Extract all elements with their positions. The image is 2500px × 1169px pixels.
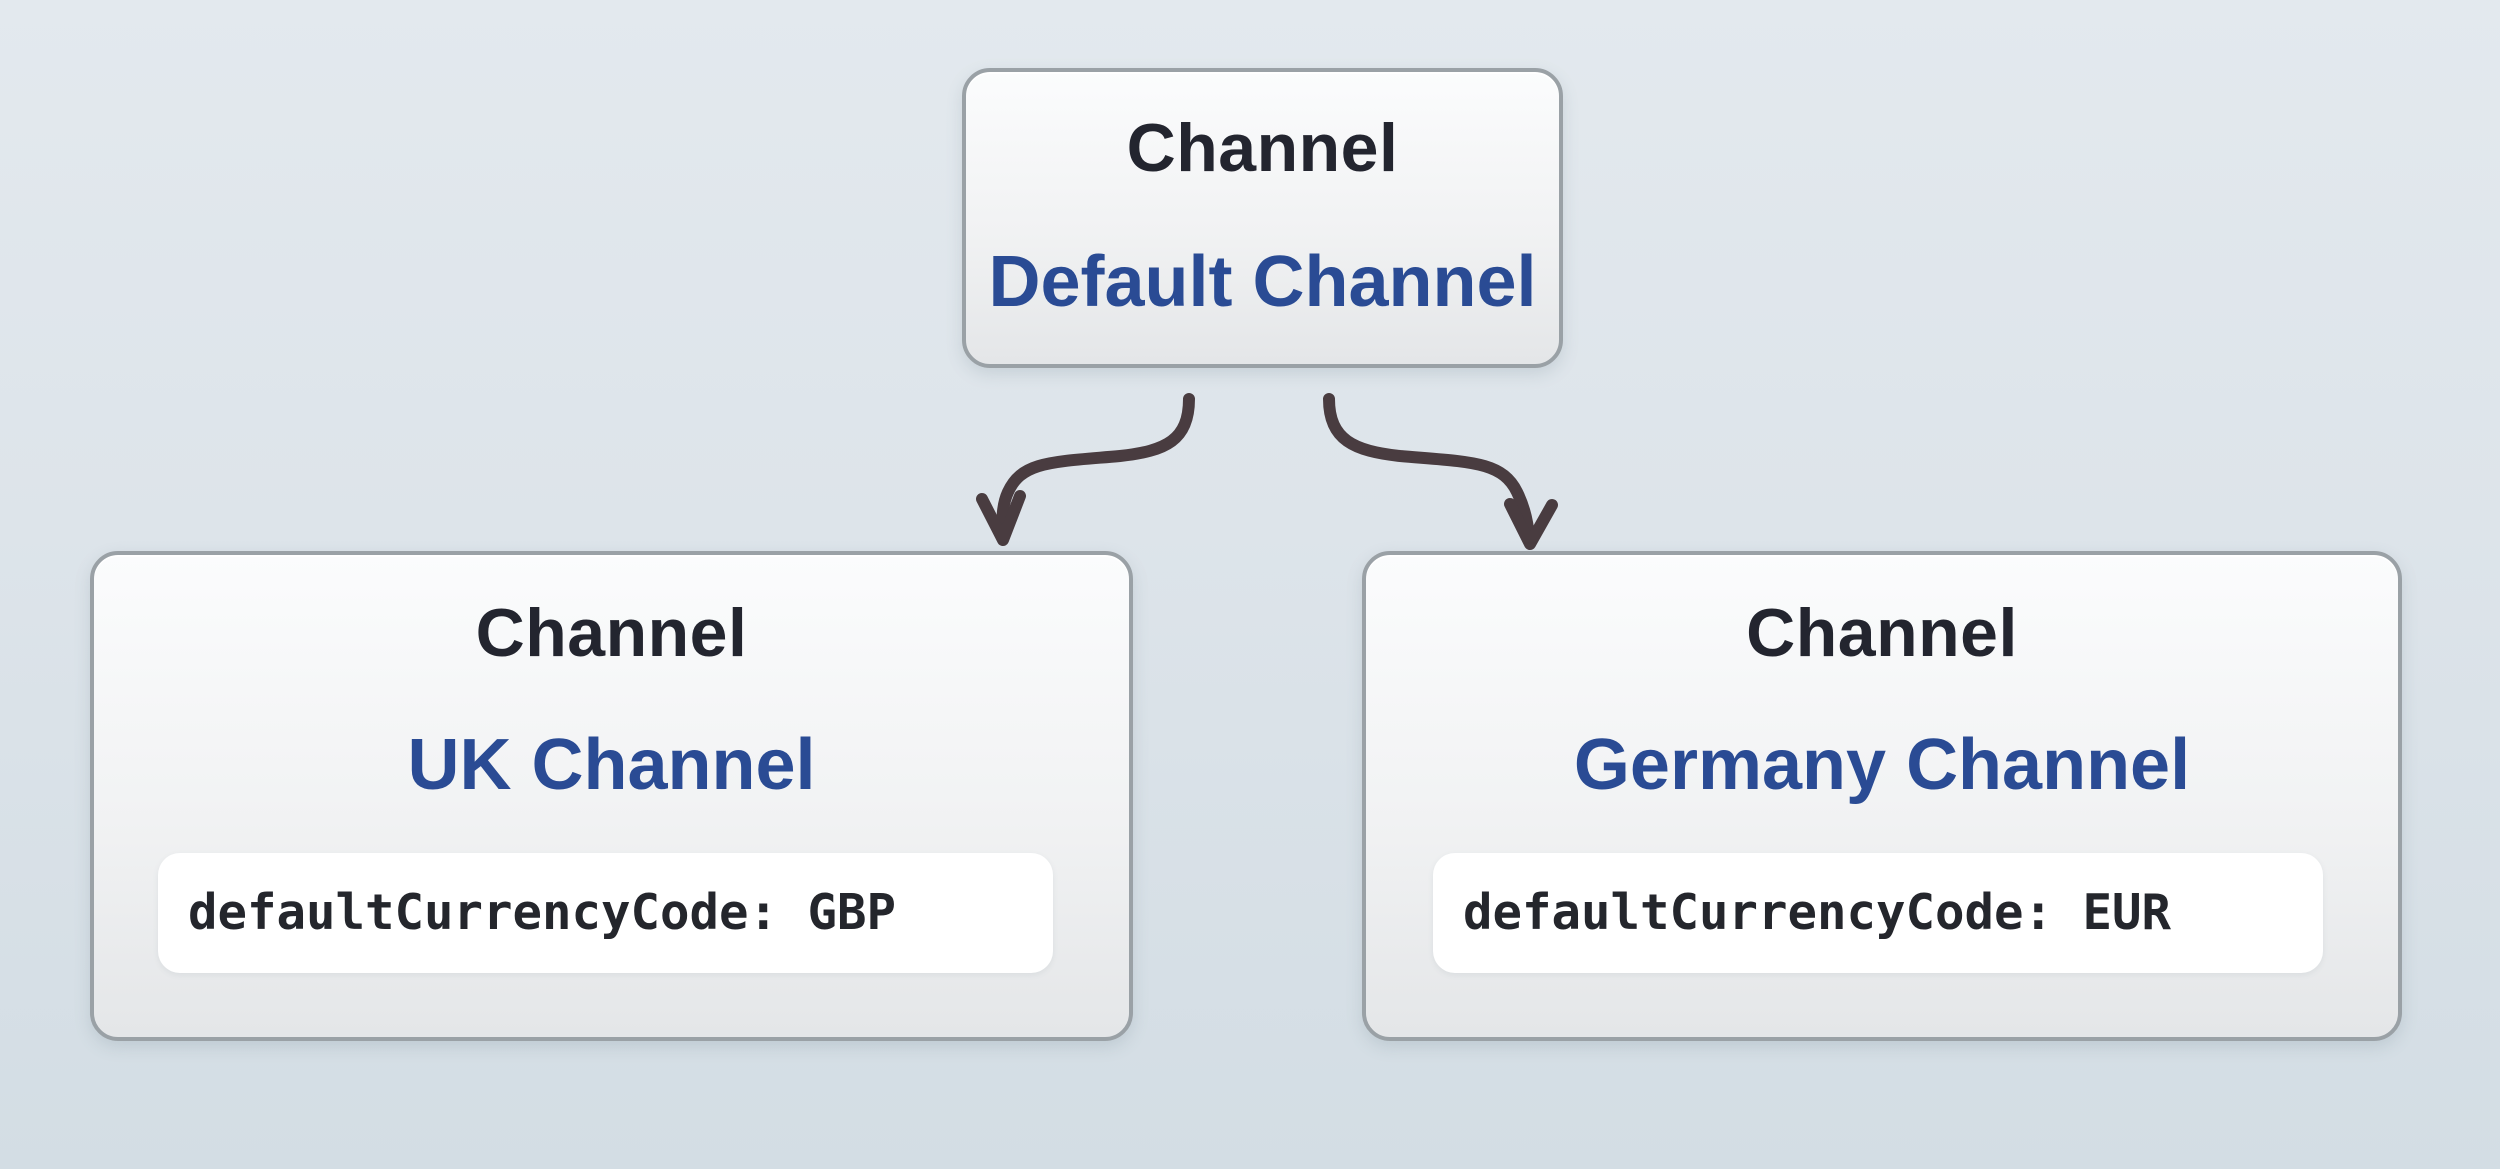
node-germany-channel: Channel Germany Channel defaultCurrencyC… bbox=[1362, 551, 2402, 1041]
node-default-channel: Channel Default Channel bbox=[962, 68, 1563, 368]
arrow-parent-to-uk-head bbox=[976, 490, 1026, 546]
arrow-parent-to-uk bbox=[976, 393, 1195, 546]
node-germany-channel-entity-label: Channel bbox=[1746, 595, 2018, 671]
node-default-channel-entity-label: Channel bbox=[1126, 110, 1399, 186]
node-germany-channel-name: Germany Channel bbox=[1573, 725, 2191, 805]
node-default-channel-name: Default Channel bbox=[988, 242, 1537, 322]
arrow-parent-to-germany-head bbox=[1504, 498, 1558, 550]
arrow-parent-to-germany bbox=[1323, 393, 1558, 550]
arrow-parent-to-uk-curve bbox=[996, 393, 1195, 540]
node-uk-channel-code-pill: defaultCurrencyCode: GBP bbox=[158, 853, 1053, 973]
node-uk-channel: Channel UK Channel defaultCurrencyCode: … bbox=[90, 551, 1133, 1041]
arrow-parent-to-germany-curve bbox=[1323, 393, 1535, 544]
node-germany-channel-currency-code: defaultCurrencyCode: EUR bbox=[1463, 884, 2172, 941]
node-uk-channel-entity-label: Channel bbox=[475, 595, 748, 671]
node-uk-channel-name: UK Channel bbox=[407, 725, 816, 805]
node-uk-channel-currency-code: defaultCurrencyCode: GBP bbox=[188, 884, 897, 941]
node-germany-channel-code-pill: defaultCurrencyCode: EUR bbox=[1433, 853, 2323, 973]
